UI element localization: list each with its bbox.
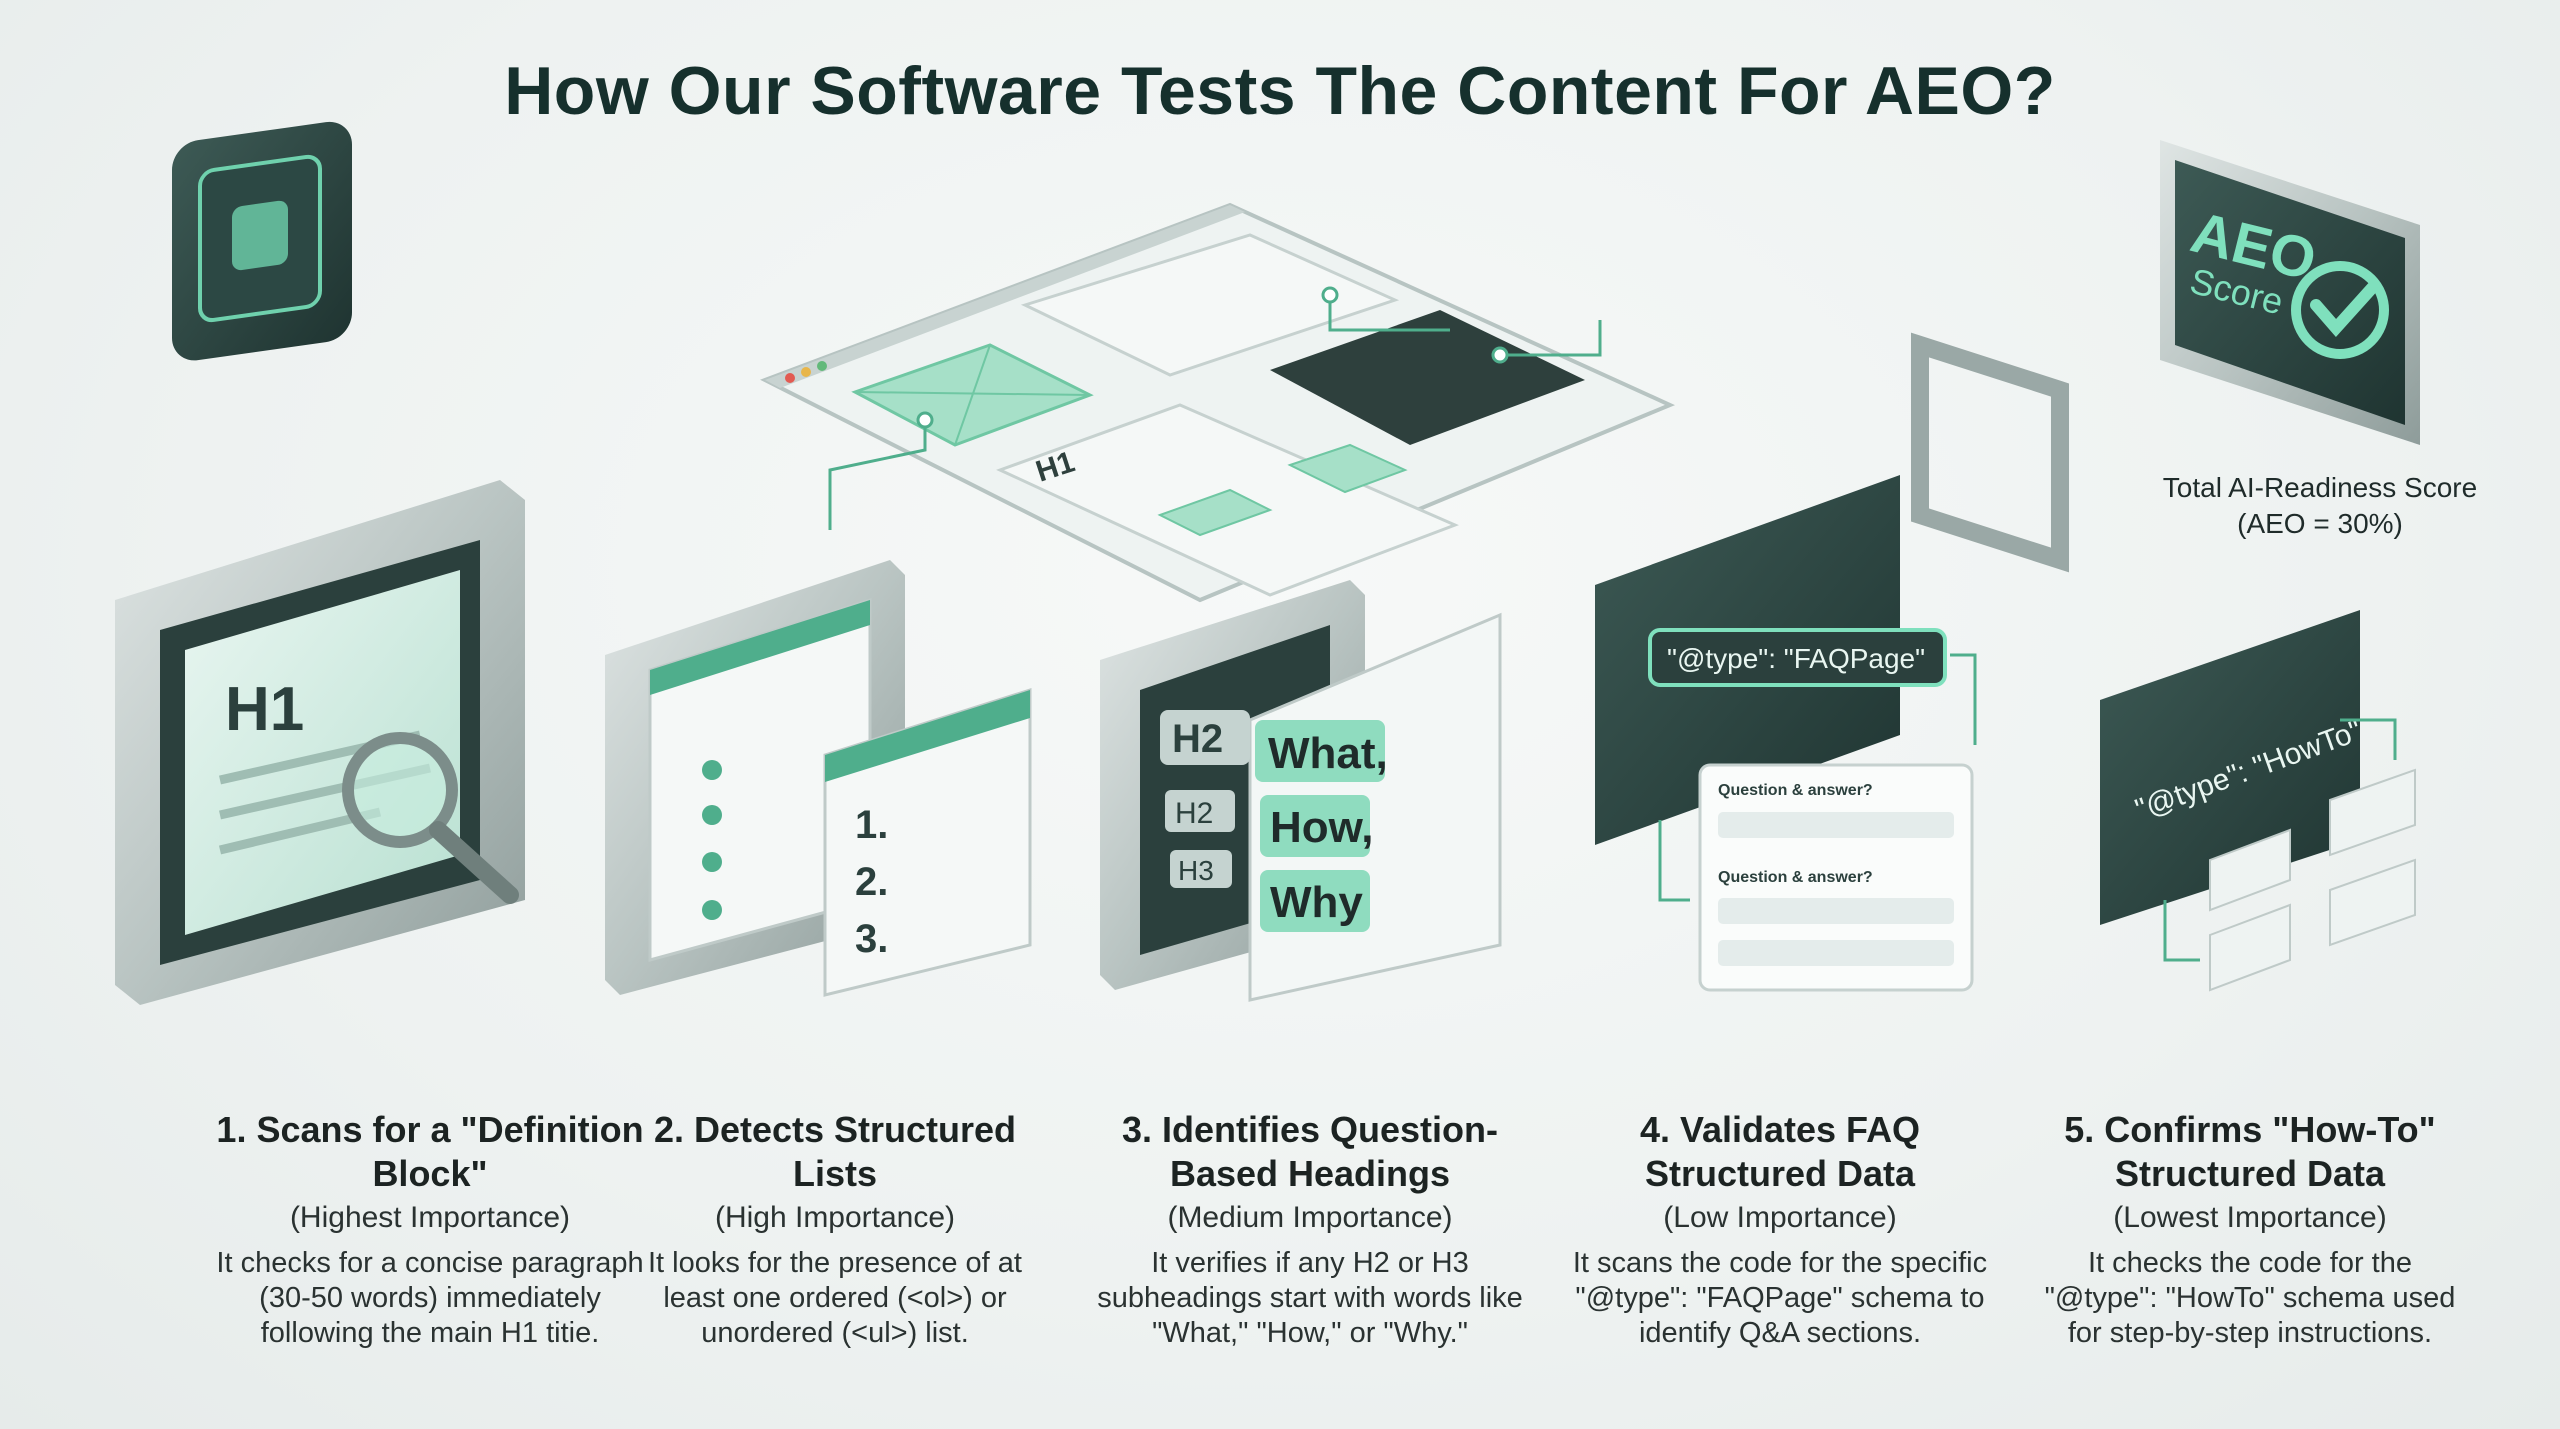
top-browser: H1 <box>760 202 1676 603</box>
h3-label: H3 <box>1178 855 1214 886</box>
step-5: 5. Confirms "How-To" Structured Data (Lo… <box>2030 1108 2470 1351</box>
question-word-how: How, <box>1270 803 1373 852</box>
aeo-score-panel: AEO Score <box>2160 140 2420 445</box>
step-3: 3. Identifies Question-Based Headings (M… <box>1090 1108 1530 1351</box>
step-5-importance: (Lowest Importance) <box>2113 1201 2387 1234</box>
step-1-description: It checks for a concise paragraph (30-50… <box>216 1247 644 1349</box>
question-headings-illustration: H2 H2 H3 What, How, Why <box>1100 580 1502 1002</box>
list-item-1: 1. <box>855 803 888 847</box>
question-word-what: What, <box>1268 729 1388 778</box>
faq-schema-illustration: "@type": "FAQPage" Question & answer? Qu… <box>1595 475 1977 992</box>
step-4-title: 4. Validates FAQ Structured Data <box>1639 1109 1921 1194</box>
step-1: 1. Scans for a "Definition Block" (Highe… <box>210 1108 650 1351</box>
definition-block-illustration: H1 <box>115 480 525 1005</box>
faq-question-1: Question & answer? <box>1718 782 1873 799</box>
empty-frame-icon <box>1911 332 2069 573</box>
structured-lists-illustration: 1. 2. 3. <box>605 560 1032 997</box>
question-word-why: Why <box>1270 878 1363 927</box>
faq-question-2: Question & answer? <box>1718 869 1873 886</box>
step-3-importance: (Medium Importance) <box>1167 1201 1453 1234</box>
step-2-description: It looks for the presence of at least on… <box>648 1247 1022 1349</box>
list-item-3: 3. <box>855 917 888 961</box>
step-2-title: 2. Detects Structured Lists <box>653 1109 1017 1194</box>
definition-h1: H1 <box>225 675 304 744</box>
h2-small-label: H2 <box>1175 797 1213 830</box>
check-circle-icon <box>2291 261 2389 359</box>
step-2: 2. Detects Structured Lists (High Import… <box>615 1108 1055 1351</box>
h2-large-label: H2 <box>1172 717 1223 761</box>
step-4-importance: (Low Importance) <box>1663 1201 1897 1234</box>
total-score-label: Total AI-Readiness Score (AEO = 30%) <box>2162 472 2478 539</box>
list-item-2: 2. <box>855 860 888 904</box>
step-1-importance: (Highest Importance) <box>289 1201 571 1234</box>
magnifier-icon <box>342 732 458 848</box>
step-1-title: 1. Scans for a "Definition Block" <box>216 1109 644 1194</box>
faq-code: "@type": "FAQPage" <box>1667 643 1925 674</box>
step-5-title: 5. Confirms "How-To" Structured Data <box>2064 1109 2436 1194</box>
step-3-description: It verifies if any H2 or H3 subheadings … <box>1097 1247 1523 1349</box>
step-4: 4. Validates FAQ Structured Data (Low Im… <box>1560 1108 2000 1351</box>
step-5-description: It checks the code for the "@type": "How… <box>2044 1247 2456 1349</box>
page-title: How Our Software Tests The Content For A… <box>504 53 2056 129</box>
step-2-importance: (High Importance) <box>714 1201 956 1234</box>
chip-icon <box>172 121 352 361</box>
howto-schema-illustration: "@type": "HowTo" <box>2100 610 2416 992</box>
step-3-title: 3. Identifies Question-Based Headings <box>1121 1109 1499 1194</box>
check-icon <box>2310 282 2378 338</box>
step-4-description: It scans the code for the specific "@typ… <box>1572 1247 1988 1349</box>
